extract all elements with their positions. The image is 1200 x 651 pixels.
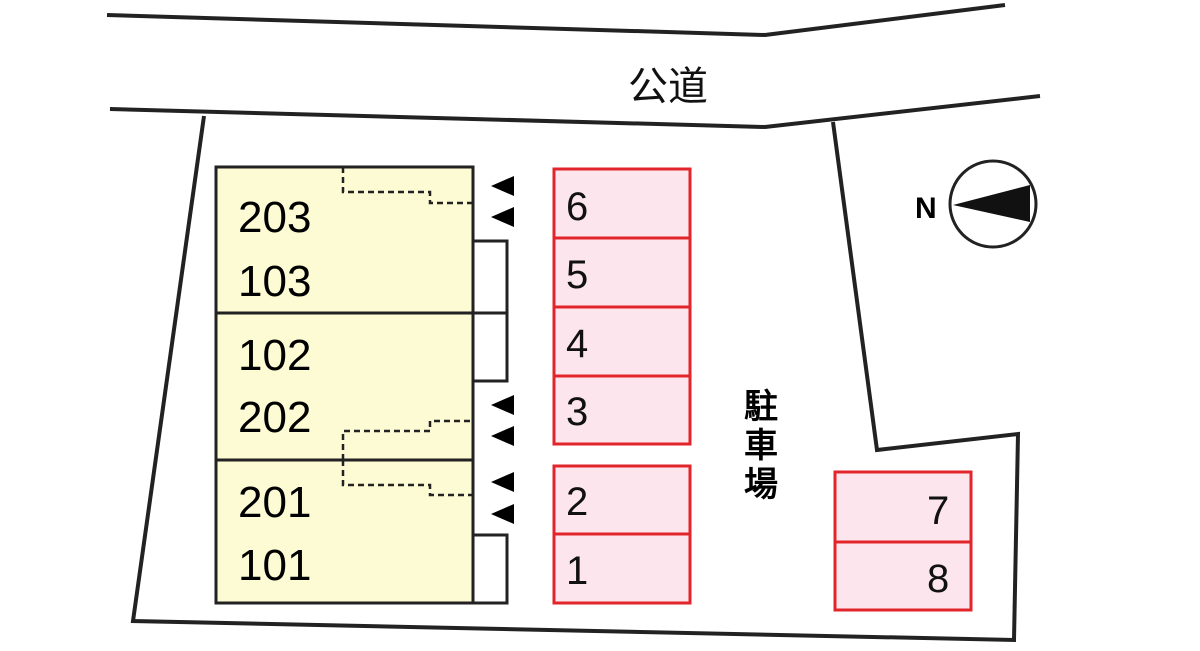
entrance-arrow [491, 426, 514, 446]
entrance-arrow [491, 472, 514, 492]
parking-space [552, 305, 692, 378]
road-edge-bottom [109, 94, 1041, 130]
entrance-arrow [491, 207, 514, 227]
storage-box-102 [471, 311, 509, 383]
parking-area-label: 場 [744, 465, 778, 505]
parking-space-label: 4 [566, 322, 588, 366]
parking-space-label: 5 [566, 253, 588, 297]
parking-space-label: 8 [927, 557, 949, 601]
parking-area-label: 車 [744, 426, 778, 466]
building-block-middle [214, 311, 475, 462]
parking-space-label: 7 [927, 489, 949, 533]
unit-label: 203 [238, 193, 311, 242]
unit-label: 101 [238, 541, 311, 590]
unit-label: 202 [238, 393, 311, 442]
entrance-arrow [491, 176, 514, 196]
parking-space [552, 167, 692, 240]
unit-label: 201 [238, 478, 311, 527]
parking-space [833, 540, 973, 612]
compass: N [915, 159, 1038, 249]
entrance-arrow [491, 504, 514, 524]
road-label: 公道 [628, 64, 708, 110]
parking-space [552, 374, 692, 446]
lot-boundary-left [130, 115, 1021, 643]
entrance-arrow [491, 395, 514, 415]
road-edge-top [106, 3, 1006, 38]
parking-space [552, 532, 692, 605]
parking-area-label: 駐 [744, 387, 778, 427]
storage-box-103 [471, 239, 509, 315]
entry-path-202 [341, 419, 473, 460]
unit-label: 102 [238, 331, 311, 380]
parking-space [833, 470, 973, 544]
compass-needle-icon [953, 185, 1030, 222]
unit-label: 103 [238, 257, 311, 306]
parking-space-label: 3 [566, 390, 588, 434]
parking-space-label: 6 [566, 185, 588, 229]
entry-path-203 [341, 167, 473, 205]
entry-path-201 [341, 460, 473, 497]
storage-box-101 [471, 533, 509, 605]
parking-space [552, 464, 692, 536]
parking-space [552, 236, 692, 309]
parking-space-label: 2 [566, 480, 588, 524]
compass-north-label: N [915, 192, 937, 225]
parking-space-label: 1 [566, 549, 588, 593]
